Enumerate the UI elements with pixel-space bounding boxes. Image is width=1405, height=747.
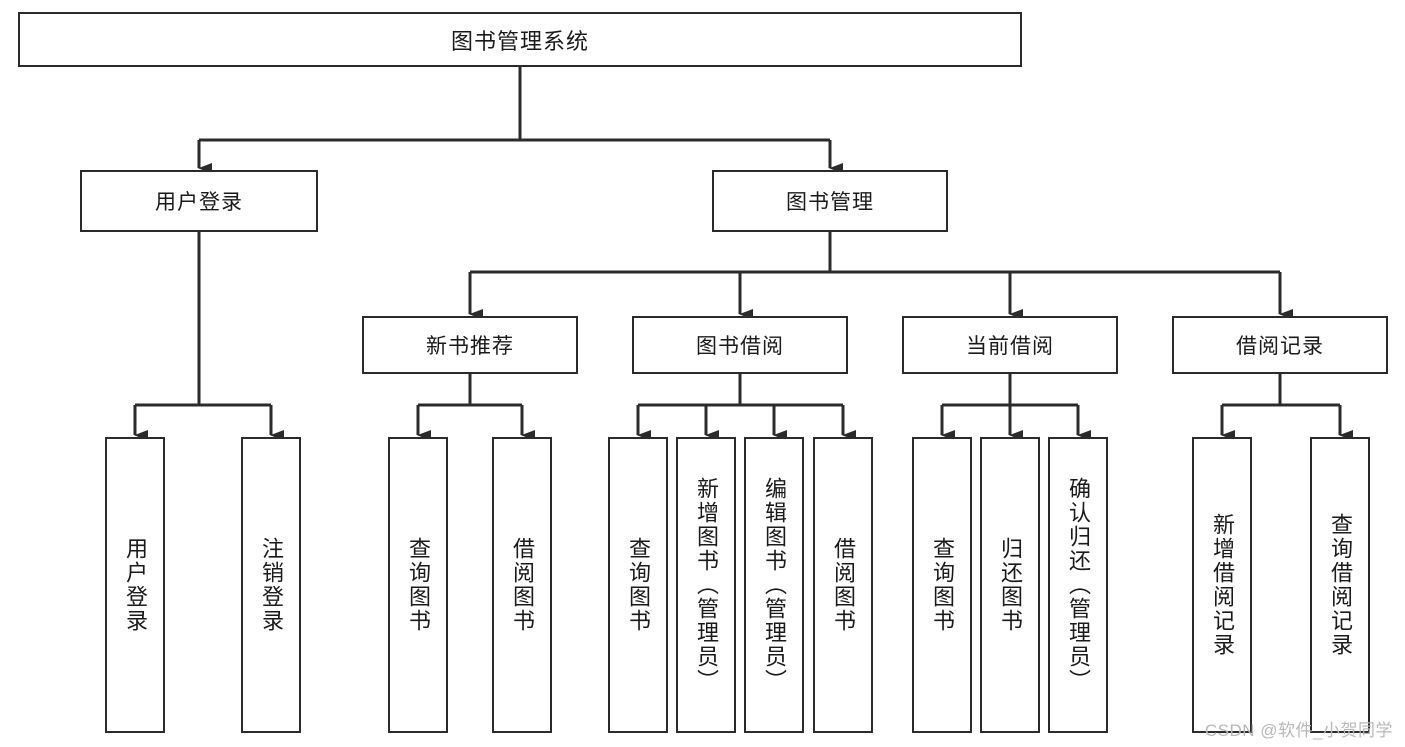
node-label: 查询图书 [405,537,431,633]
node-label: 图书管理系统 [450,28,589,54]
node-borrow-record[interactable]: 借阅记录 [1172,316,1388,374]
node-new-book-recommend[interactable]: 新书推荐 [362,316,578,374]
node-label: 借阅图书 [830,537,856,633]
node-label: 用户登录 [122,537,148,633]
node-user-login[interactable]: 用户登录 [80,170,318,232]
node-label: 确认归还（管理员） [1065,477,1091,693]
leaf-add-borrow-record[interactable]: 新增借阅记录 [1192,437,1252,733]
node-book-borrow[interactable]: 图书借阅 [632,316,848,374]
leaf-confirm-return-admin[interactable]: 确认归还（管理员） [1048,437,1108,733]
leaf-return-book[interactable]: 归还图书 [980,437,1040,733]
node-label: 查询图书 [929,537,955,633]
leaf-borrow-book-recommend[interactable]: 借阅图书 [492,437,552,733]
leaf-query-book-recommend[interactable]: 查询图书 [388,437,448,733]
node-label: 图书借阅 [696,335,784,358]
node-label: 查询图书 [625,537,651,633]
node-label: 归还图书 [997,537,1023,633]
node-current-borrow[interactable]: 当前借阅 [902,316,1118,374]
leaf-user-login[interactable]: 用户登录 [105,437,165,733]
node-label: 新增借阅记录 [1209,513,1235,657]
node-root-book-management-system[interactable]: 图书管理系统 [18,12,1022,67]
leaf-logout-login[interactable]: 注销登录 [241,437,301,733]
node-label: 当前借阅 [966,335,1054,358]
leaf-query-book-current[interactable]: 查询图书 [912,437,972,733]
node-book-management[interactable]: 图书管理 [712,170,948,232]
node-label: 用户登录 [155,191,243,214]
node-label: 借阅记录 [1236,335,1324,358]
watermark-text: CSDN @软件_小贺同学 [1204,721,1393,740]
node-label: 编辑图书（管理员） [761,477,787,693]
leaf-add-book-admin[interactable]: 新增图书（管理员） [676,437,736,733]
node-label: 查询借阅记录 [1327,513,1353,657]
node-label: 借阅图书 [509,537,535,633]
leaf-query-borrow-record[interactable]: 查询借阅记录 [1310,437,1370,733]
node-label: 新增图书（管理员） [693,477,719,693]
node-label: 图书管理 [786,191,874,214]
node-label: 注销登录 [258,537,284,633]
leaf-query-book-borrow[interactable]: 查询图书 [608,437,668,733]
leaf-borrow-book[interactable]: 借阅图书 [813,437,873,733]
leaf-edit-book-admin[interactable]: 编辑图书（管理员） [744,437,804,733]
node-label: 新书推荐 [426,335,514,358]
